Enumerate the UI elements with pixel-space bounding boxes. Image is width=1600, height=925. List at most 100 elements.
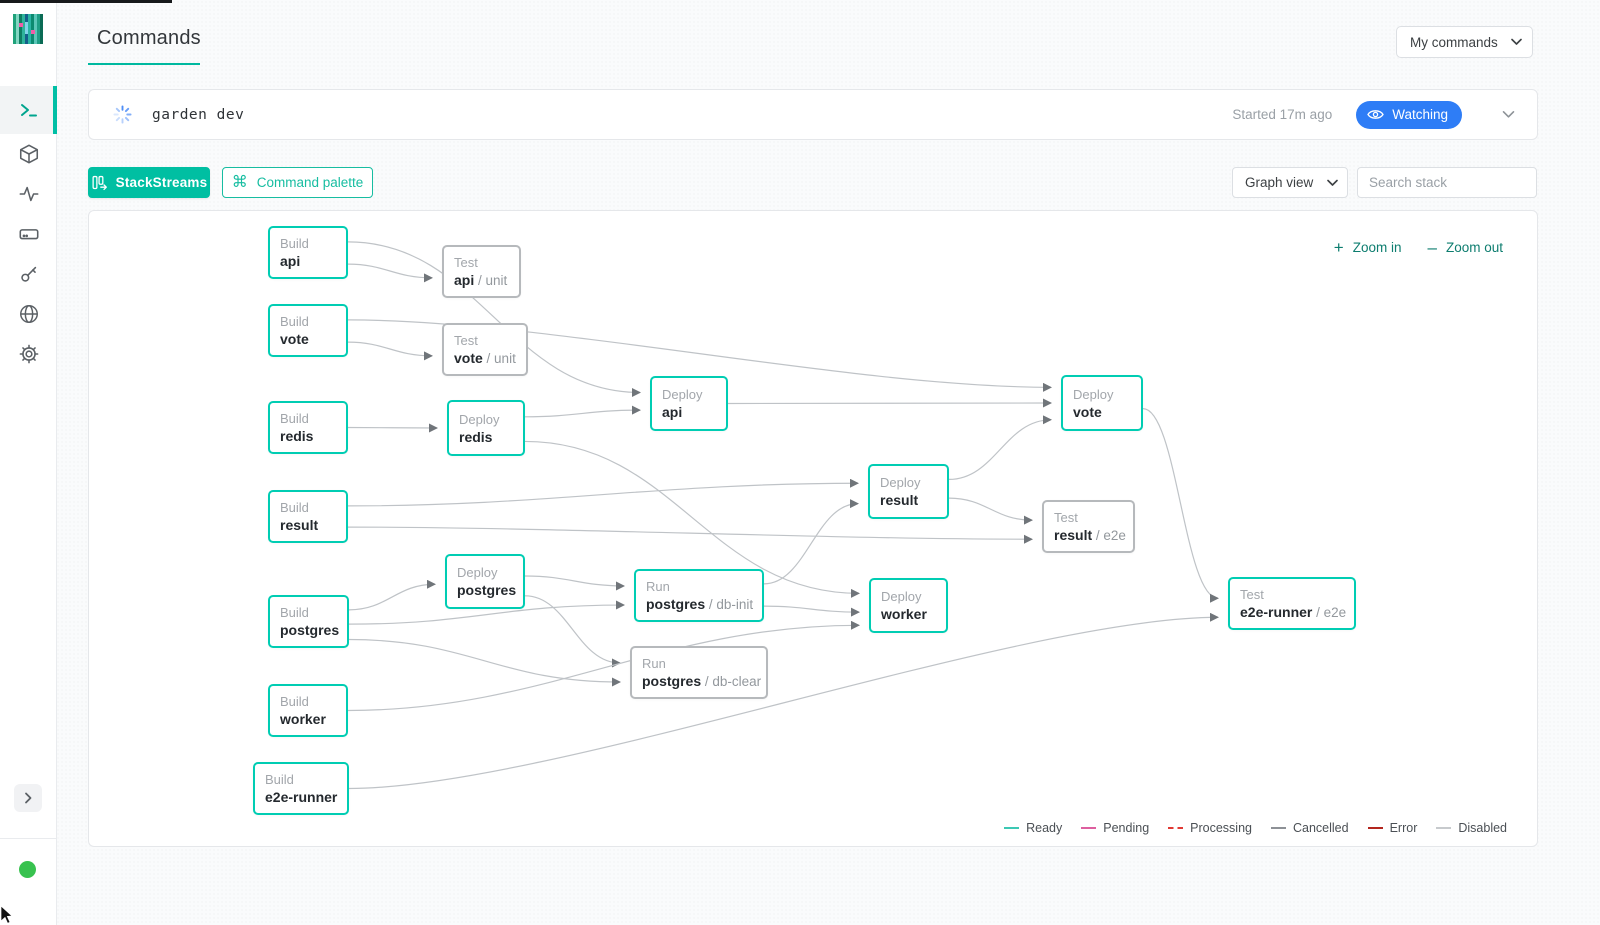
node-kind: Build <box>280 605 309 620</box>
spinner-icon <box>113 105 132 124</box>
node-kind: Deploy <box>662 387 703 402</box>
mouse-cursor <box>0 905 13 924</box>
sidebar-expand-button[interactable] <box>14 784 42 812</box>
sidebar-item-commands[interactable] <box>0 86 57 134</box>
command-bar: garden dev Started 17m ago Watching <box>88 89 1538 140</box>
node-kind: Build <box>280 500 309 515</box>
node-name: vote / unit <box>454 350 516 366</box>
node-name: e2e-runner / e2e <box>1240 604 1347 620</box>
stackstreams-button[interactable]: StackStreams <box>88 167 210 198</box>
command-expand-chevron-icon[interactable] <box>1498 106 1519 123</box>
watching-label: Watching <box>1392 107 1448 122</box>
activity-icon <box>19 186 38 202</box>
node-name: result <box>280 517 319 533</box>
graph-node-build-worker[interactable]: Build worker <box>268 684 348 737</box>
node-name: e2e-runner <box>265 789 338 805</box>
node-name: vote <box>1073 403 1102 420</box>
graph-edge <box>347 423 438 433</box>
node-name: worker <box>280 711 326 727</box>
zoom-out-button[interactable]: – Zoom out <box>1428 239 1504 256</box>
eye-icon <box>1367 110 1384 119</box>
graph-edge <box>347 620 860 712</box>
cube-icon <box>19 144 38 164</box>
node-name: api <box>280 253 301 269</box>
sidebar-divider <box>0 838 57 839</box>
sidebar-item-settings[interactable] <box>0 334 57 374</box>
connection-status-dot <box>19 861 36 878</box>
legend-line <box>1367 827 1383 829</box>
zoom-in-button[interactable]: + Zoom in <box>1334 239 1402 256</box>
zoom-controls: + Zoom in – Zoom out <box>1334 239 1503 256</box>
command-palette-button[interactable]: ⌘ Command palette <box>222 167 373 198</box>
sidebar-item-secrets[interactable] <box>0 254 57 294</box>
chevron-down-icon <box>1511 38 1522 46</box>
node-name: postgres / db-clear <box>642 673 762 689</box>
watching-button[interactable]: Watching <box>1356 100 1462 129</box>
sidebar-item-ingress[interactable] <box>0 294 57 334</box>
graph-edge <box>948 497 1033 525</box>
node-name: worker <box>881 606 927 622</box>
legend-item-ready: Ready <box>1004 821 1062 835</box>
legend-line <box>1436 827 1452 829</box>
sidebar-nav <box>0 86 57 374</box>
node-name: vote <box>280 331 309 347</box>
graph-node-build-result[interactable]: Build result <box>268 490 348 543</box>
node-name: api / unit <box>454 272 508 288</box>
graph-edges <box>347 241 1219 790</box>
legend-item-error: Error <box>1367 821 1418 835</box>
graph-edge <box>348 600 625 625</box>
sidebar-item-infrastructure[interactable] <box>0 214 57 254</box>
view-mode-dropdown[interactable]: Graph view <box>1232 167 1348 198</box>
legend-label: Disabled <box>1458 821 1507 835</box>
graph-edge <box>348 612 1219 790</box>
node-kind: Deploy <box>1073 386 1114 402</box>
page-title: Commands <box>97 27 201 49</box>
node-kind: Build <box>280 694 309 709</box>
node-name: result <box>880 492 919 508</box>
chevron-down-icon <box>1327 179 1338 187</box>
zoom-out-label: Zoom out <box>1445 240 1503 255</box>
legend-item-processing: Processing <box>1168 821 1252 835</box>
graph-edge <box>763 499 859 585</box>
legend-line <box>1270 827 1286 829</box>
legend-label: Error <box>1389 821 1418 835</box>
sidebar-item-activity[interactable] <box>0 174 57 214</box>
node-kind: Test <box>1054 510 1078 525</box>
commands-filter-dropdown[interactable]: My commands <box>1396 26 1533 58</box>
legend-label: Processing <box>1190 821 1252 835</box>
legend-label: Ready <box>1026 821 1063 835</box>
graph-edge <box>348 638 621 687</box>
legend-item-cancelled: Cancelled <box>1270 821 1349 835</box>
commands-filter-label: My commands <box>1410 34 1498 50</box>
view-mode-label: Graph view <box>1245 175 1314 190</box>
search-stack-input[interactable] <box>1357 167 1537 198</box>
page-tab-commands[interactable]: Commands <box>88 25 201 65</box>
graph-edge <box>948 415 1052 480</box>
graph-edge <box>347 341 433 361</box>
plus-icon: + <box>1333 238 1344 257</box>
graph-edge <box>347 263 433 283</box>
sidebar-item-stack[interactable] <box>0 134 57 174</box>
expand-chevron-icon <box>25 792 32 804</box>
sidebar <box>0 0 57 925</box>
